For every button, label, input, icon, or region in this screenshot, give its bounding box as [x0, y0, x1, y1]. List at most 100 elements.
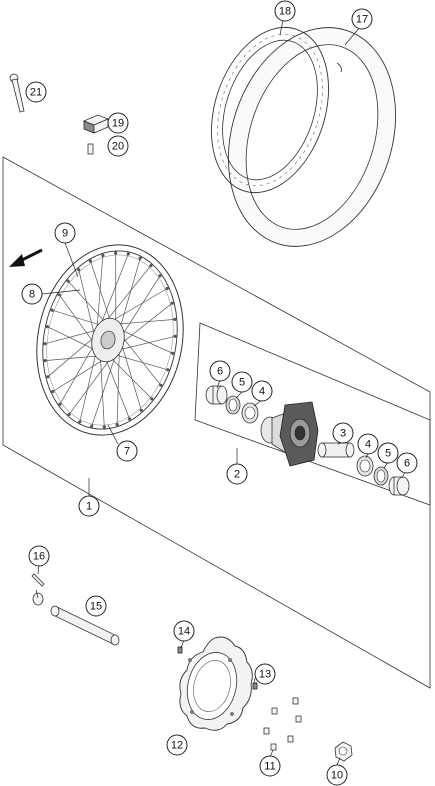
spoke: [68, 353, 115, 415]
spoke-nipple: [66, 279, 70, 283]
callout-c16: 16: [28, 545, 50, 567]
spoke-nipple: [67, 412, 71, 416]
spoke-nipple: [101, 253, 105, 257]
spoke: [58, 294, 98, 349]
spoke: [119, 275, 161, 339]
spoke-nipple: [115, 423, 119, 427]
callout-number: 11: [264, 761, 275, 773]
spoke: [44, 329, 99, 345]
spoke-nipple: [45, 325, 50, 329]
spoke-nipple: [150, 397, 154, 401]
spoke-nipple: [58, 402, 62, 406]
callout-c8: 8: [21, 283, 43, 305]
callout-c13: 13: [254, 663, 276, 685]
spoke: [118, 331, 162, 386]
callout-c15: 15: [85, 595, 107, 617]
callout-c3: 3: [332, 422, 354, 444]
spoke: [111, 319, 175, 325]
spoke: [113, 353, 168, 371]
spoked-wheel: [36, 244, 184, 436]
callout-number: 14: [178, 626, 190, 638]
valve-part: [82, 114, 110, 155]
callout-c5a: 5: [231, 371, 253, 393]
spoke: [91, 349, 118, 427]
callout-c10: 10: [326, 764, 348, 786]
spoke: [52, 355, 110, 392]
spoke: [101, 265, 152, 327]
spoke-nipple: [128, 417, 132, 421]
spoke: [47, 326, 101, 353]
spoke-nipple: [159, 383, 163, 387]
spoke: [115, 327, 173, 354]
tyre: [227, 27, 397, 247]
callout-c12: 12: [166, 734, 188, 756]
spoke-nipple: [173, 317, 177, 321]
spoke: [117, 335, 176, 351]
callout-number: 5: [385, 448, 391, 460]
spoke: [116, 344, 120, 425]
spoke: [119, 302, 173, 346]
callout-number: 4: [259, 386, 265, 398]
spoke: [59, 341, 97, 405]
spoke: [118, 258, 141, 333]
spoke-nipple: [149, 264, 153, 268]
callout-number: 16: [33, 551, 45, 563]
callout-number: 8: [29, 289, 35, 301]
callout-c11: 11: [259, 755, 281, 777]
callout-c14: 14: [173, 620, 195, 642]
callout-c21: 21: [25, 81, 47, 103]
spoke-nipple: [43, 342, 47, 346]
callout-c6a: 6: [209, 360, 231, 382]
spoke-nipple: [102, 425, 106, 429]
collar-nut-part: [334, 741, 353, 762]
hub-parts: [205, 385, 410, 496]
callout-number: 7: [124, 446, 130, 458]
spoke-nipple: [126, 252, 130, 256]
callout-c4b: 4: [357, 433, 379, 455]
callout-number: 2: [234, 469, 240, 481]
spoke: [98, 253, 129, 331]
wheel-assembly-frame: [2, 156, 431, 689]
spoke-nipple: [46, 375, 50, 379]
callout-number: 18: [279, 6, 291, 18]
callout-number: 6: [217, 366, 223, 378]
spoke-nipple: [90, 424, 94, 428]
callout-c7: 7: [116, 440, 138, 462]
spoke-nipple: [57, 293, 61, 297]
callout-number: 5: [239, 377, 245, 389]
callout-number: 9: [62, 228, 68, 240]
spoke-nipple: [77, 268, 81, 272]
spoke-nipple: [173, 334, 177, 338]
spoke: [119, 338, 142, 411]
axle-part: [50, 605, 120, 646]
spoke: [106, 288, 168, 325]
spoke: [103, 355, 130, 420]
spoke-nipple: [51, 389, 55, 394]
brake-disc-part: [179, 636, 253, 731]
spoke-nipple: [158, 274, 162, 278]
callout-number: 10: [331, 770, 343, 782]
callout-c2: 2: [226, 463, 248, 485]
spoke-nipple: [139, 408, 143, 412]
callout-c6b: 6: [396, 452, 418, 474]
spoke-nipple: [114, 251, 118, 255]
disc-screws: [177, 646, 302, 751]
callout-c1: 1: [78, 495, 100, 517]
spoke-nipple: [170, 301, 174, 305]
spoke-nipple: [138, 256, 142, 260]
spoke-nipple: [166, 368, 170, 372]
callout-number: 21: [30, 87, 42, 99]
callout-number: 3: [340, 428, 346, 440]
spoke-nipple: [50, 308, 54, 312]
callout-c19: 19: [107, 112, 129, 134]
spoke: [90, 260, 113, 325]
spoke: [108, 355, 153, 400]
callout-number: 4: [365, 439, 371, 451]
spoke: [45, 355, 105, 361]
arrow-down-left-icon: [9, 248, 43, 267]
spoke: [52, 309, 103, 327]
axle-screw-part: [31, 573, 45, 606]
spoke-nipple: [43, 359, 47, 363]
